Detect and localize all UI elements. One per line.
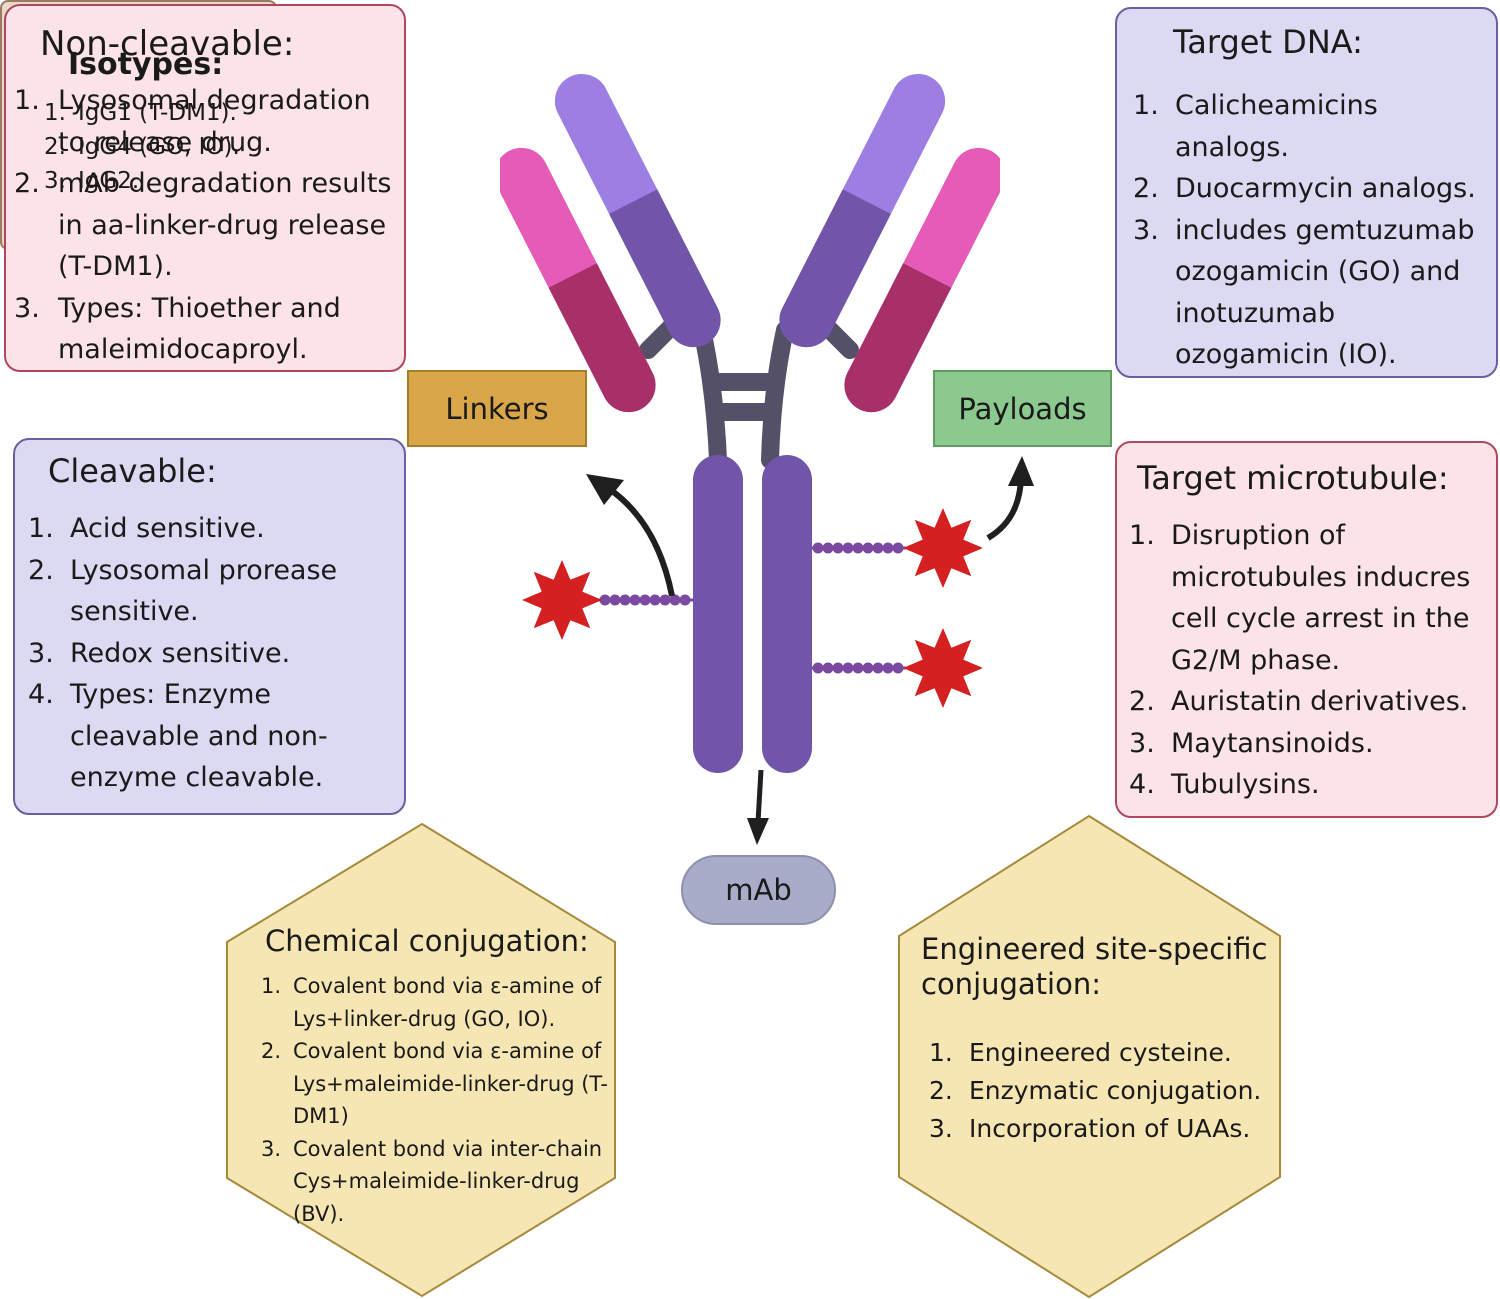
cleavable-title: Cleavable: — [48, 452, 217, 490]
list-item: Covalent bond via ε-amine of Lys+maleimi… — [261, 1035, 608, 1128]
list-item: Redox sensitive. — [28, 633, 291, 674]
list-item: includes gemtuzumab ozogamicin (GO) and … — [1133, 210, 1475, 371]
list-item: IgG4 (GO, IO). — [44, 130, 240, 164]
list-item: IgG2. — [44, 164, 140, 198]
isotypes-title: Isotypes: — [68, 46, 224, 82]
chemical-conjugation-panel: Chemical conjugation: Covalent bond via … — [225, 822, 617, 1298]
list-item: Covalent bond via ε-amine of Lys+linker-… — [261, 970, 602, 1031]
target-dna-title: Target DNA: — [1173, 23, 1363, 61]
list-item: Types: Thioether and maleimidocaproyl. — [14, 288, 341, 366]
linker-chain-right-lower — [812, 662, 910, 674]
non-cleavable-title: Non-cleavable: — [40, 24, 295, 64]
target-dna-list: Calicheamicins analogs. Duocarmycin anal… — [1133, 85, 1495, 376]
linkers-label: Linkers — [407, 370, 587, 447]
list-item: Acid sensitive. — [28, 508, 265, 549]
engineered-conjugation-title: Engineered site-specific conjugation: — [921, 932, 1268, 1001]
linker-chain-left — [598, 594, 694, 606]
target-dna-panel: Target DNA: Calicheamicins analogs. Duoc… — [1115, 7, 1498, 378]
left-heavy-chain-fab — [554, 73, 721, 348]
chemical-conjugation-list: Covalent bond via ε-amine of Lys+linker-… — [261, 970, 611, 1230]
cleavable-list: Acid sensitive. Lysosomal prorease sensi… — [28, 508, 406, 799]
list-item: Engineered cysteine. — [929, 1034, 1232, 1072]
list-item: Disruption of microtubules inducres cell… — [1129, 515, 1471, 676]
list-item: Calicheamicins analogs. — [1133, 85, 1378, 163]
engineered-conjugation-panel: Engineered site-specific conjugation: En… — [897, 814, 1282, 1299]
right-light-chain — [844, 147, 1000, 413]
list-item: Types: Enzyme cleavable and non-enzyme c… — [28, 674, 328, 793]
payload-star-icon — [903, 508, 983, 588]
list-item: IgG1 (T-DM1). — [44, 96, 237, 130]
right-heavy-chain-fab — [779, 73, 946, 348]
list-item: Lysosomal prorease sensitive. — [28, 550, 338, 628]
engineered-conjugation-list: Engineered cysteine. Enzymatic conjugati… — [929, 1034, 1275, 1148]
linker-chain-right-upper — [812, 542, 910, 554]
payload-star-icon — [903, 628, 983, 708]
target-microtubule-title: Target microtubule: — [1137, 459, 1449, 497]
list-item: Covalent bond via inter-chain Cys+maleim… — [261, 1133, 603, 1226]
isotypes-list: IgG1 (T-DM1). IgG4 (GO, IO). IgG2. — [44, 96, 270, 198]
list-item: Enzymatic conjugation. — [929, 1072, 1262, 1110]
target-microtubule-panel: Target microtubule: Disruption of microt… — [1115, 441, 1498, 818]
antibody-illustration — [500, 73, 1000, 773]
list-item: Maytansinoids. — [1129, 723, 1374, 764]
list-item: Incorporation of UAAs. — [929, 1110, 1251, 1148]
cleavable-panel: Cleavable: Acid sensitive. Lysosomal pro… — [13, 438, 406, 815]
target-microtubule-list: Disruption of microtubules inducres cell… — [1129, 515, 1495, 806]
chemical-conjugation-title: Chemical conjugation: — [265, 924, 589, 958]
payloads-label: Payloads — [933, 370, 1112, 447]
mab-label: mAb — [681, 855, 836, 925]
right-fc-stem — [762, 455, 812, 773]
list-item: Duocarmycin analogs. — [1133, 168, 1476, 209]
left-light-chain — [500, 147, 656, 413]
left-fc-stem — [693, 455, 743, 773]
list-item: Auristatin derivatives. — [1129, 681, 1469, 722]
arrow-to-mab-icon — [747, 769, 769, 845]
payload-star-icon — [522, 560, 602, 640]
list-item: Tubulysins. — [1129, 764, 1320, 805]
